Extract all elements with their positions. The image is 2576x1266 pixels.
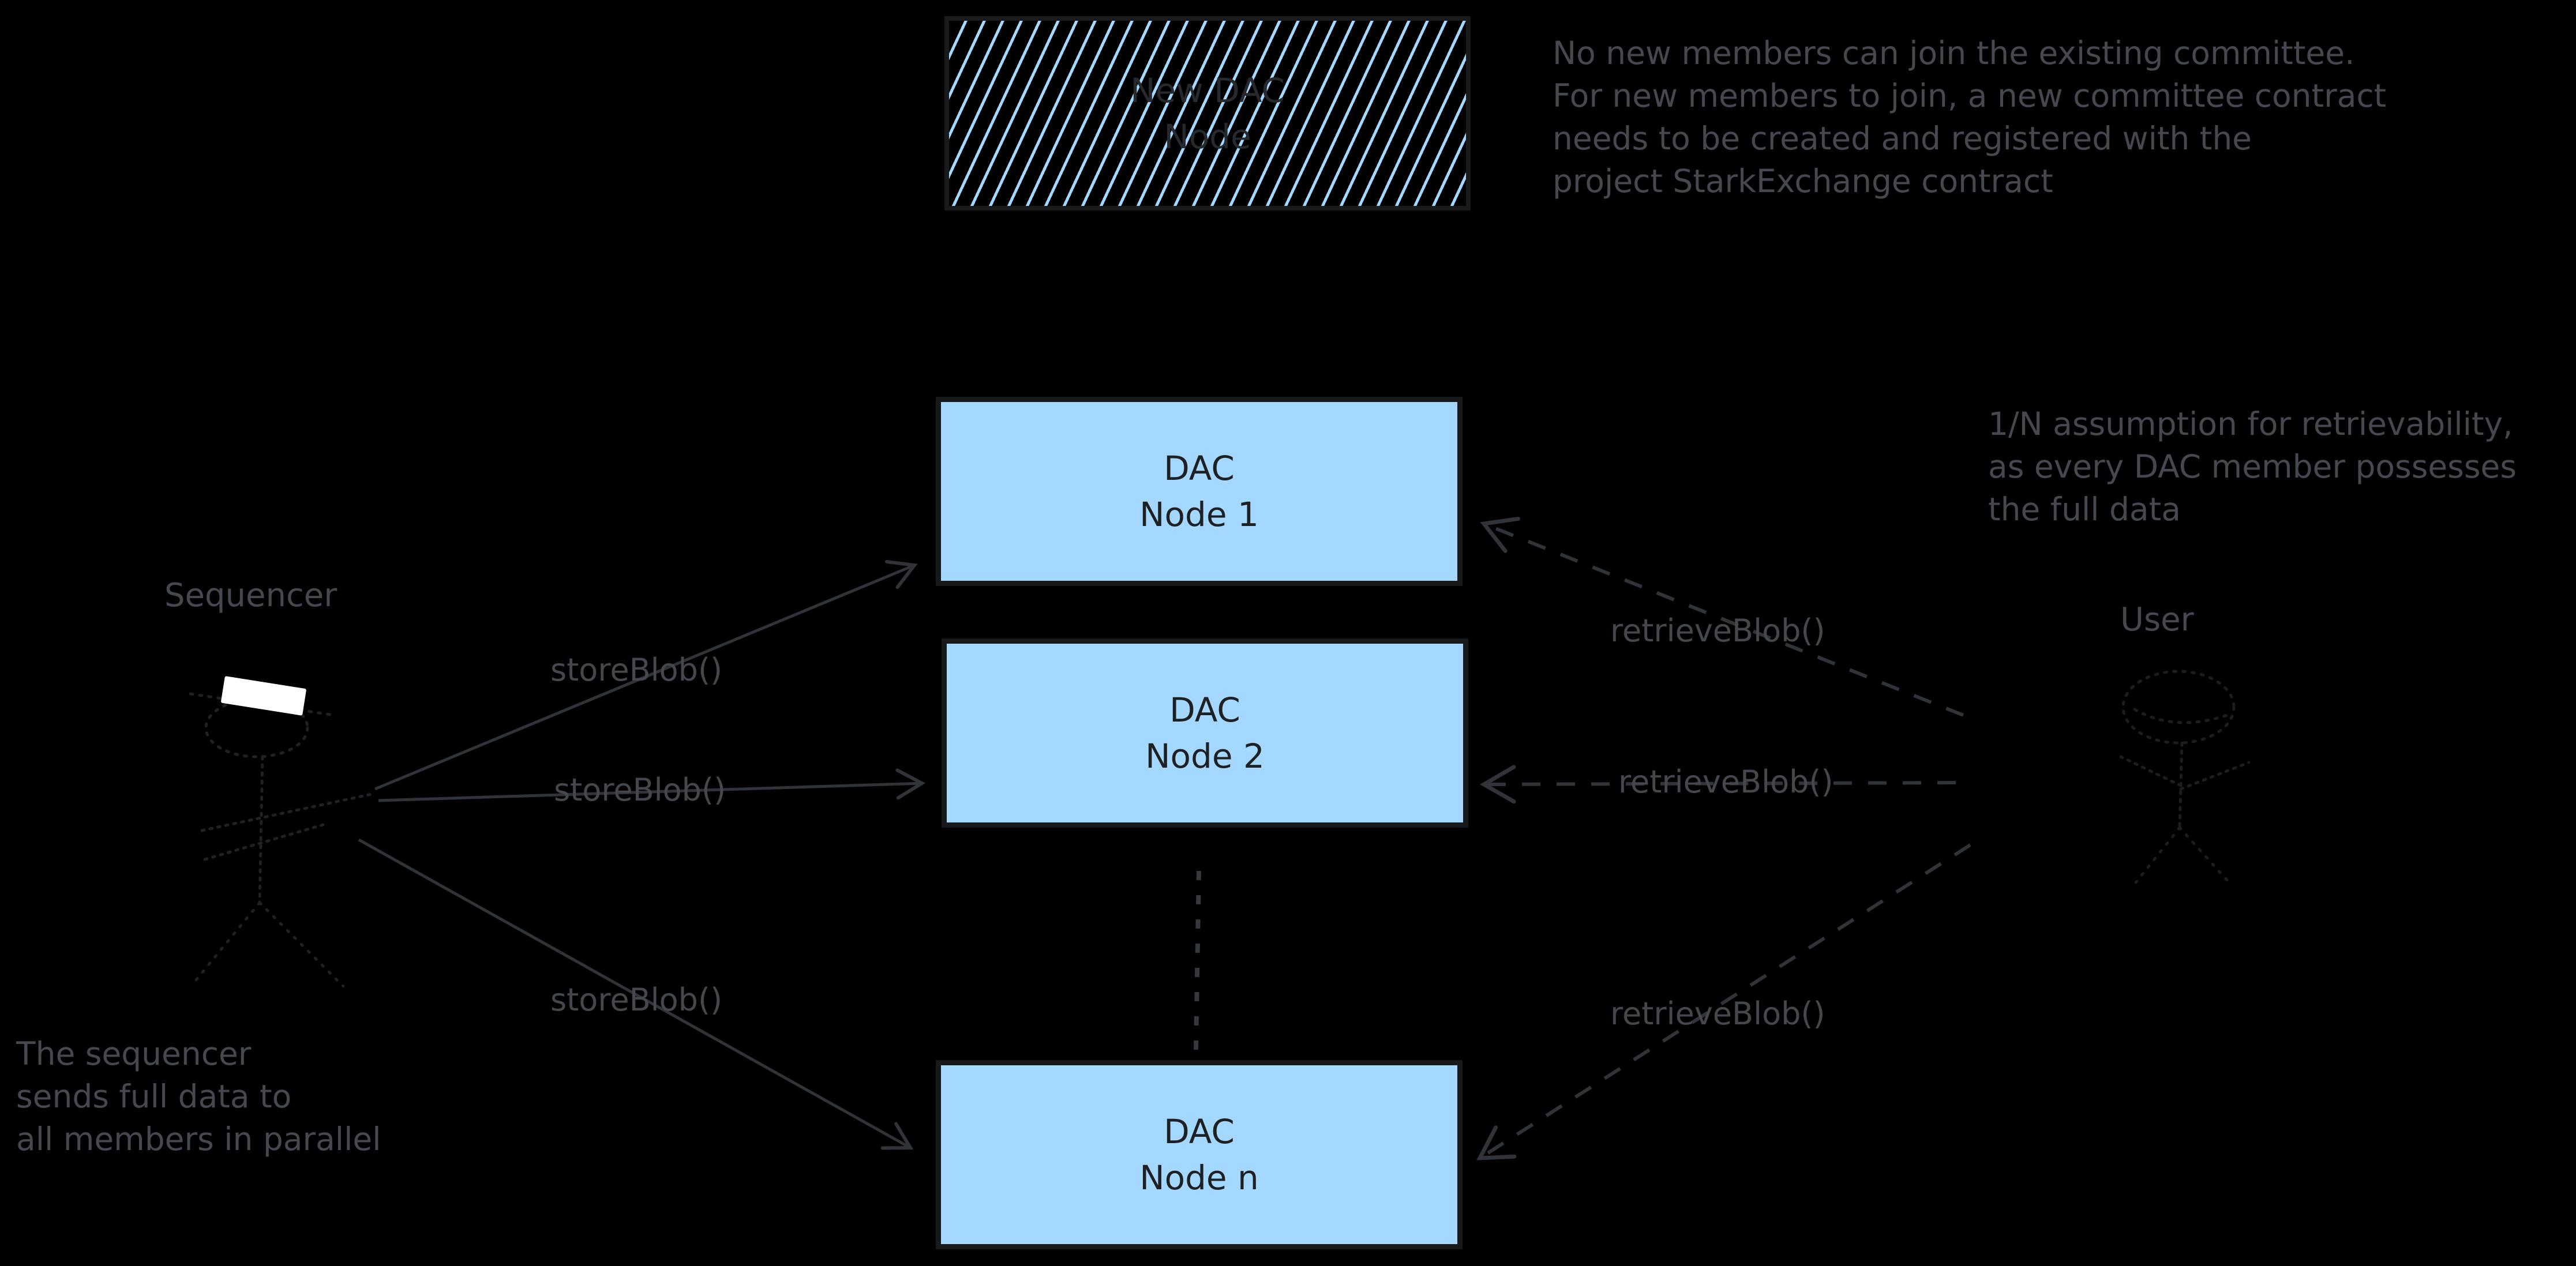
dac-node-n-label-line1: DAC: [1164, 1112, 1235, 1151]
dac-node-1-box: DAC Node 1: [936, 397, 1463, 586]
user-label: User: [2120, 601, 2194, 638]
dac-node-2-box: DAC Node 2: [942, 638, 1468, 828]
retrievability-note: 1/N assumption for retrievability, as ev…: [1988, 403, 2517, 531]
sequencer-note-line: all members in parallel: [16, 1121, 381, 1158]
committee-note-line: project StarkExchange contract: [1553, 163, 2053, 200]
new-dac-node-label-line1: New DAC: [1130, 70, 1285, 110]
new-dac-node-label-line2: Node: [1164, 117, 1251, 156]
store-blob-label-2: storeBlob(): [554, 772, 726, 808]
sequencer-note: The sequencer sends full data to all mem…: [16, 1032, 381, 1160]
store-blob-label-1: storeBlob(): [550, 652, 723, 688]
retrievability-note-line: as every DAC member possesses: [1988, 448, 2517, 485]
dac-node-2-label-line1: DAC: [1169, 690, 1240, 730]
dac-node-n-label-line2: Node n: [1139, 1158, 1259, 1197]
store-blob-arrows: [358, 559, 926, 1150]
new-dac-node-box: New DAC Node: [944, 16, 1471, 211]
sequencer-note-line: sends full data to: [16, 1078, 292, 1115]
retrieve-arrow-noden: [1476, 843, 1971, 1160]
sequencer-note-line: The sequencer: [16, 1035, 252, 1072]
retrievability-note-line: 1/N assumption for retrievability,: [1988, 405, 2513, 442]
store-blob-label-3: storeBlob(): [550, 982, 723, 1018]
dac-node-1-label-line2: Node 1: [1139, 495, 1259, 534]
sequencer-label: Sequencer: [164, 577, 338, 614]
retrieve-arrow-node2: [1479, 765, 1956, 804]
retrieve-blob-arrows: [1476, 516, 1971, 1160]
dac-node-2-label-line2: Node 2: [1145, 737, 1265, 776]
nodes-ellipsis-dotted-line: [1193, 870, 1201, 1084]
committee-note-line: needs to be created and registered with …: [1553, 120, 2252, 157]
committee-note: No new members can join the existing com…: [1553, 32, 2386, 202]
retrieve-blob-label-1: retrieveBlob(): [1610, 613, 1825, 649]
retrieve-arrow-node1: [1480, 516, 1964, 717]
store-arrow-node2: [378, 768, 926, 802]
retrievability-note-line: the full data: [1988, 491, 2181, 528]
user-figure-icon: [2119, 670, 2251, 884]
retrieve-blob-label-2: retrieveBlob(): [1618, 764, 1833, 800]
committee-note-line: For new members to join, a new committee…: [1553, 77, 2387, 114]
committee-note-line: No new members can join the existing com…: [1553, 35, 2355, 72]
dac-node-1-label-line1: DAC: [1164, 449, 1235, 488]
sequencer-figure-icon: [189, 692, 376, 988]
store-arrow-node1: [374, 559, 918, 791]
store-arrow-noden: [358, 838, 914, 1150]
dac-node-n-box: DAC Node n: [936, 1060, 1463, 1249]
retrieve-blob-label-3: retrieveBlob(): [1610, 995, 1825, 1032]
